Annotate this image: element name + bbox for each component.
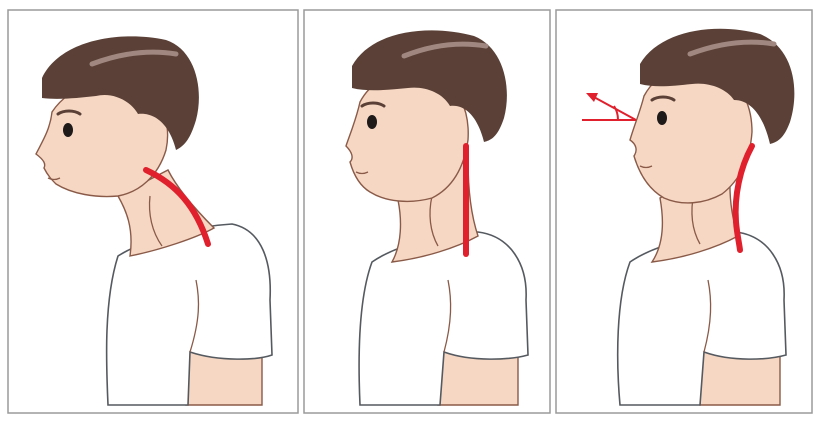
gaze-angle-arc bbox=[614, 106, 618, 120]
figure-chin-up bbox=[618, 29, 795, 405]
panel-forward-head bbox=[8, 10, 298, 413]
eye bbox=[63, 123, 73, 137]
panel-chin-up bbox=[556, 10, 812, 413]
eye bbox=[657, 111, 667, 125]
angle-arrow-icon bbox=[582, 93, 636, 120]
figure-forward-head bbox=[36, 36, 272, 405]
panel-upright bbox=[304, 10, 550, 413]
eye bbox=[367, 115, 377, 129]
gaze-ray bbox=[592, 96, 636, 120]
figure-upright bbox=[346, 30, 528, 405]
